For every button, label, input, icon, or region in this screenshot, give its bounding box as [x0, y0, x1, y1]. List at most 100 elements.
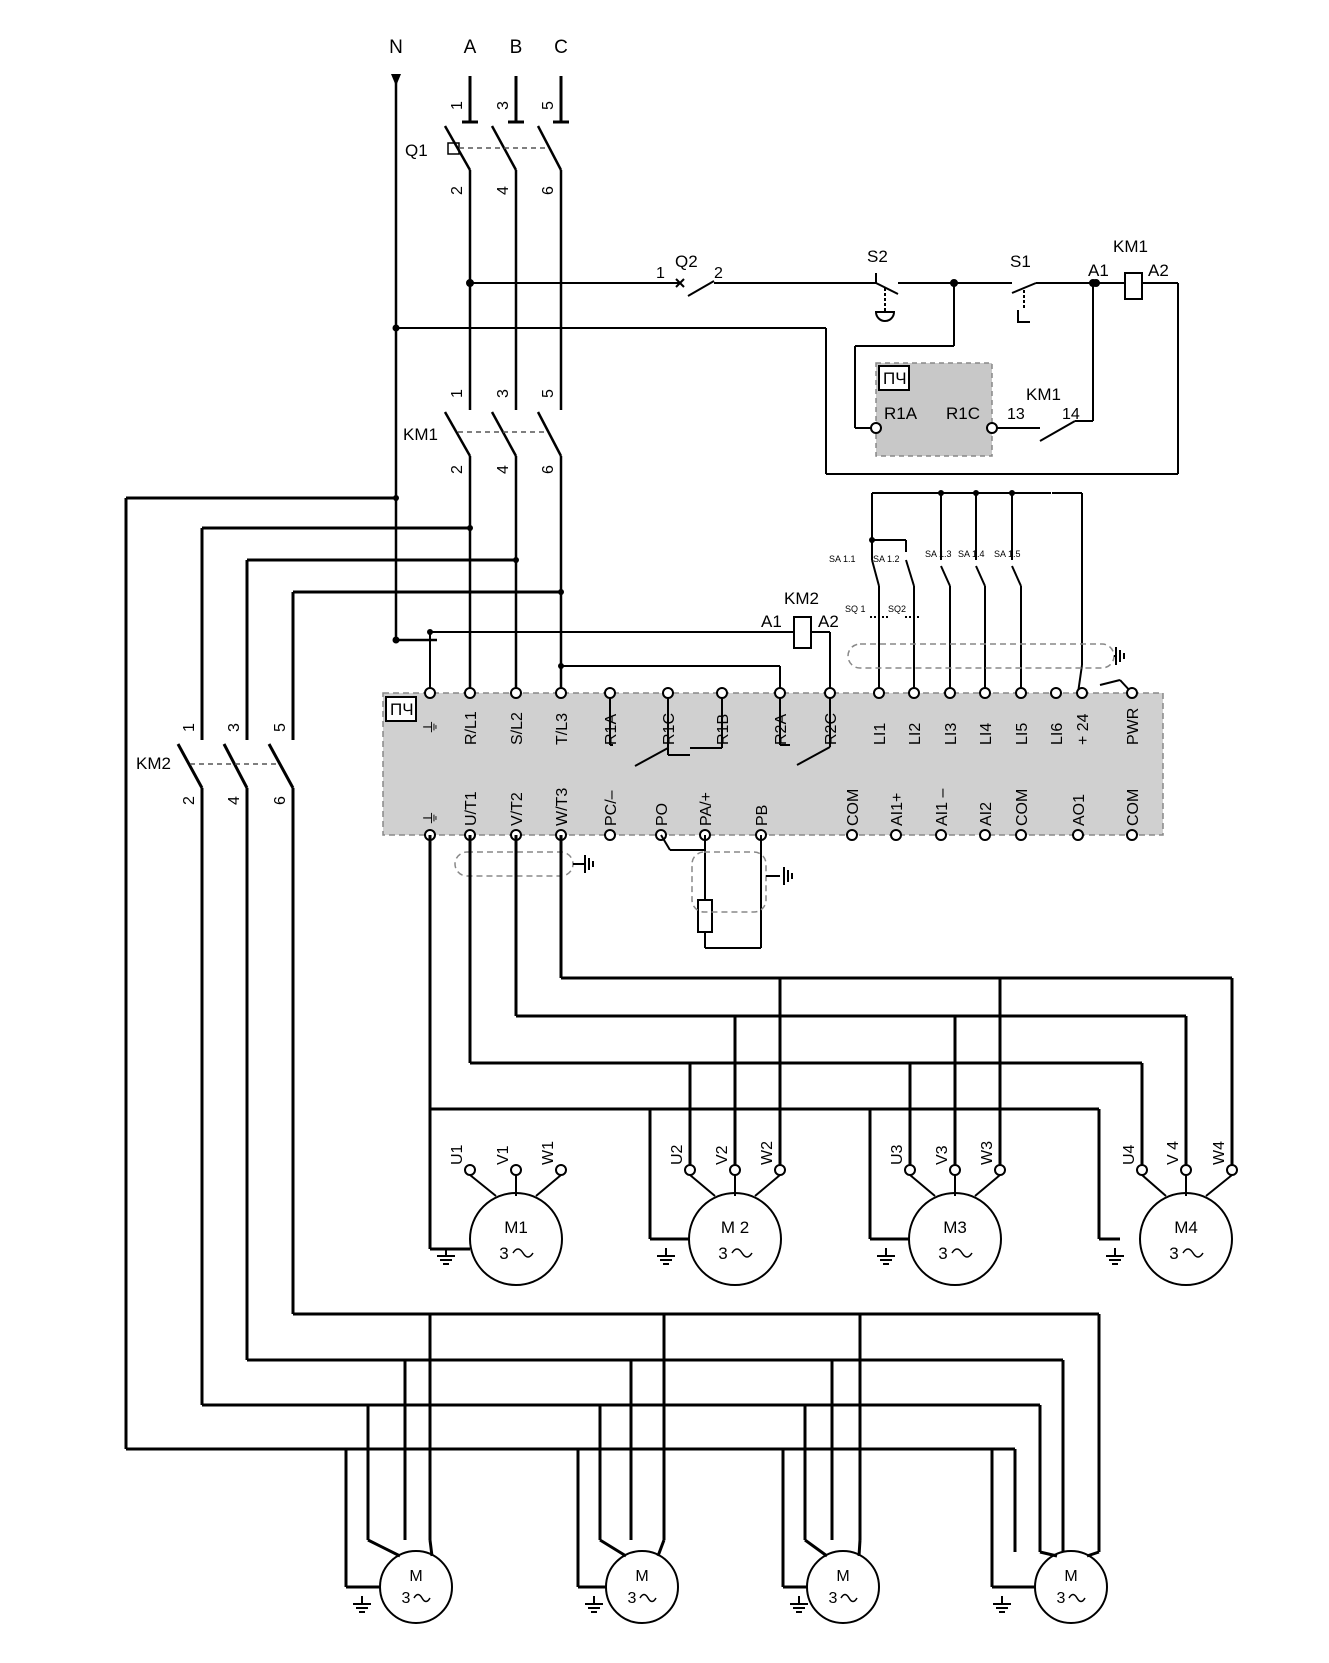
vfd-terminal [774, 687, 786, 699]
motor-name: M [635, 1568, 648, 1585]
vfd-terminal-label: R2A [773, 714, 790, 745]
supply-terminals [462, 76, 569, 124]
vfd-terminal [908, 687, 920, 699]
km1-main-label: KM1 [403, 425, 438, 444]
vfd-terminal [1072, 829, 1084, 841]
motor-terminal-label: V 4 [1165, 1141, 1182, 1165]
svg-text:3: 3 [495, 389, 512, 398]
km2-coil-label: KM2 [784, 589, 819, 608]
svg-text:1: 1 [449, 389, 466, 398]
vfd-terminal-label: V/T2 [509, 792, 526, 826]
ground-icon [584, 1595, 604, 1613]
vfd-terminal [662, 687, 674, 699]
vfd-terminal-label: + 24 [1075, 713, 1092, 745]
motor-icon: M3 [344, 1314, 453, 1624]
svg-text:R1A: R1A [884, 404, 918, 423]
svg-text:3: 3 [495, 101, 512, 110]
motor-phase: 3 [829, 1590, 838, 1607]
vfd-terminal-label: LI1 [872, 723, 889, 745]
vfd-terminal [1015, 829, 1027, 841]
svg-text:5: 5 [540, 389, 557, 398]
svg-text:R1C: R1C [946, 404, 980, 423]
vfd-block [382, 692, 1164, 836]
vfd-terminal-label: PWR [1125, 708, 1142, 745]
s1-label: S1 [1010, 252, 1031, 271]
motor-phase: 3 [1057, 1590, 1066, 1607]
km2-output-bus [126, 1312, 1101, 1552]
motor-phase: 3 [628, 1590, 637, 1607]
motor-terminal-label: W3 [979, 1141, 996, 1165]
vfd-terminal [1126, 829, 1138, 841]
vfd-terminal-label: R2C [823, 713, 840, 745]
svg-text:3: 3 [226, 723, 243, 732]
ground-icon [656, 1247, 676, 1265]
vfd-terminal [935, 829, 947, 841]
vfd-terminal-label: LI5 [1014, 723, 1031, 745]
power-section: N A B C 1 3 5 Q1 2 4 6 [389, 37, 569, 693]
ground-icon [352, 1595, 372, 1613]
vfd-terminal-label: PC/– [603, 790, 620, 826]
vfd-terminal [979, 829, 991, 841]
motor-name: M [836, 1568, 849, 1585]
ground-icon [876, 1247, 896, 1265]
motor-terminal-label: V1 [495, 1145, 512, 1165]
vfd-terminal-label: PA/+ [698, 792, 715, 826]
motor-icon: M3 [576, 1314, 679, 1624]
resistor-icon [697, 899, 713, 933]
phase-label-n: N [389, 37, 403, 58]
vfd-terminal [1126, 687, 1138, 699]
svg-text:5: 5 [272, 723, 289, 732]
vfd-terminal-label: U/T1 [463, 791, 480, 826]
vfd-tag: ПЧ [390, 700, 414, 719]
vfd-terminal [1076, 687, 1088, 699]
motor-name: M 2 [721, 1218, 749, 1237]
svg-text:6: 6 [540, 186, 557, 195]
vfd-terminal-label: R1C [661, 713, 678, 745]
vfd-terminal-label: R/L1 [463, 711, 480, 745]
motor-name: M [1064, 1568, 1077, 1585]
sa-switch-labels: SA 1.1 SA 1.2 SA 1.3 SA 1.4 SA 1.5 SQ 1 … [829, 549, 1021, 614]
vfd-terminal-label: R1B [715, 714, 732, 745]
vfd-terminal [846, 829, 858, 841]
svg-text:2: 2 [181, 796, 198, 805]
svg-text:ПЧ: ПЧ [883, 369, 907, 388]
svg-text:SA 1.5: SA 1.5 [994, 549, 1021, 559]
motor-terminal-label: W2 [759, 1141, 776, 1165]
q2-label: Q2 [675, 252, 698, 271]
motor-icon: M 2 3 U2 V2 W2 [648, 978, 786, 1286]
svg-text:A1: A1 [761, 612, 782, 631]
svg-text:SQ 1: SQ 1 [845, 604, 866, 614]
q1-breaker [443, 125, 563, 171]
km2-main-label: KM2 [136, 754, 171, 773]
motor-name: M [409, 1568, 422, 1585]
motor-terminal-label: W4 [1211, 1141, 1228, 1165]
svg-text:6: 6 [272, 796, 289, 805]
vfd-terminal-label: T/L3 [554, 713, 571, 745]
svg-text:6: 6 [540, 465, 557, 474]
svg-text:4: 4 [495, 465, 512, 474]
motor-phase: 3 [718, 1244, 727, 1263]
motor-icon: M3 [781, 1314, 880, 1624]
motor-terminal-label: U3 [889, 1144, 906, 1165]
svg-text:SA 1.4: SA 1.4 [958, 549, 985, 559]
svg-text:A2: A2 [1148, 261, 1169, 280]
vfd-terminal-label: R1A [603, 714, 620, 745]
vfd-terminal [873, 687, 885, 699]
motor-terminal-label: V2 [714, 1145, 731, 1165]
svg-text:14: 14 [1062, 406, 1080, 423]
motor-terminal-label: U2 [669, 1144, 686, 1165]
svg-text:4: 4 [495, 186, 512, 195]
motor-name: M3 [943, 1218, 967, 1237]
svg-text:2: 2 [449, 186, 466, 195]
vfd-terminal-label: COM [1125, 789, 1142, 826]
phase-label-b: B [510, 37, 523, 58]
vfd-terminal-label: ⏚ [422, 719, 440, 735]
shield-icon [847, 643, 1115, 669]
